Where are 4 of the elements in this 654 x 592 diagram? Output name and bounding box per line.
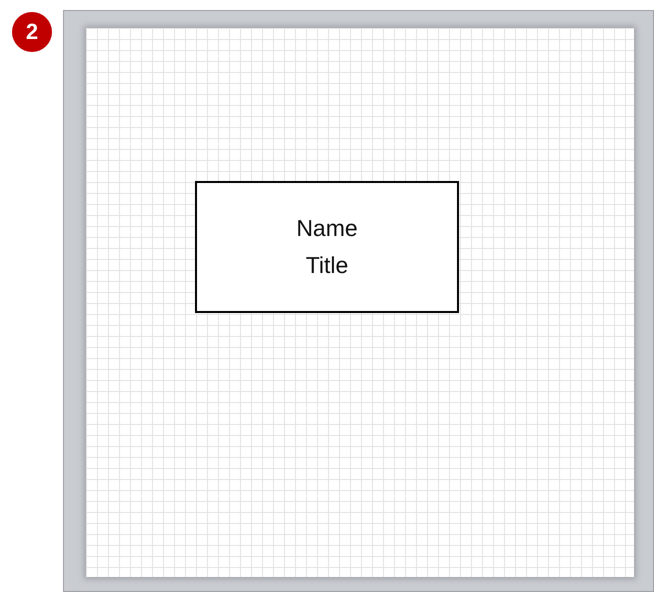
title-text: Title xyxy=(306,251,348,280)
name-text: Name xyxy=(296,214,358,243)
step-number-badge: 2 xyxy=(12,12,52,52)
org-chart-box xyxy=(195,181,459,313)
